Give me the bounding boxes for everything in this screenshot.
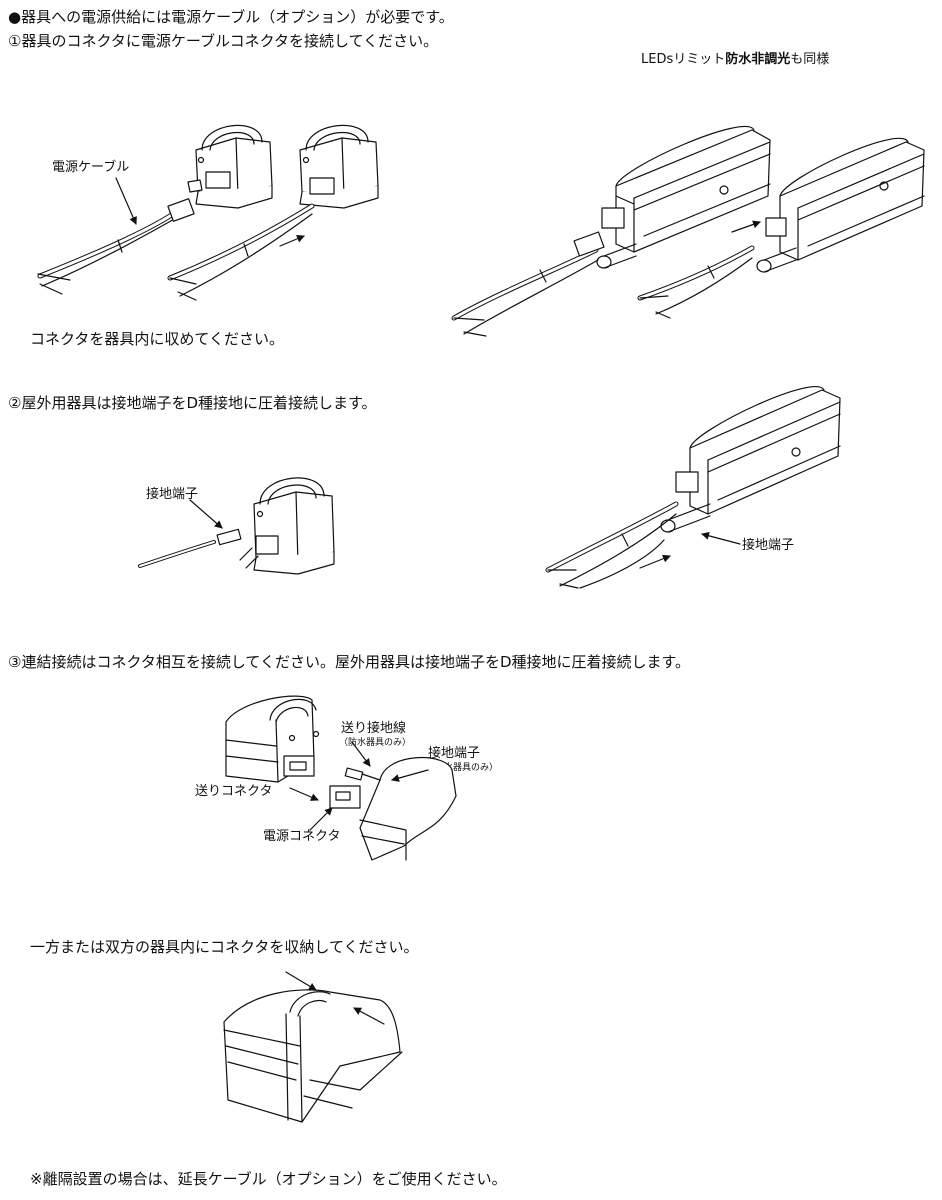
ground-insert-arrow <box>639 554 671 569</box>
step2-heading: ②屋外用器具は接地端子をD種接地に圧着接続します。 <box>8 394 377 412</box>
fixture-end-2 <box>299 124 379 209</box>
variant-note-suffix: も同様 <box>790 52 830 67</box>
feed-ground-wire-label: 送り接地線 <box>341 721 407 736</box>
cable-leader-line <box>115 177 137 225</box>
long-fixture-2 <box>756 137 925 273</box>
power-cable-4 <box>637 245 755 319</box>
fixture-link-left <box>225 695 320 783</box>
feed-connector-label: 送りコネクタ <box>195 784 273 799</box>
intro-line-1: ●器具への電源供給には電源ケーブル（オプション）が必要です。 <box>8 8 454 26</box>
long-fixture-1 <box>596 125 771 269</box>
variant-note-prefix: LEDsリミット <box>641 52 726 67</box>
ground-terminal-label-step3: 接地端子 <box>428 746 481 761</box>
step1-caption: コネクタを器具内に収めてください。 <box>30 330 284 348</box>
power-cable-label: 電源ケーブル <box>52 160 130 175</box>
variant-note-bold: 防水非調光 <box>725 52 791 67</box>
insert-arrow-1 <box>279 235 305 247</box>
variant-note: LEDsリミット防水非調光も同様 <box>641 52 829 67</box>
link-arrow-1 <box>289 787 319 801</box>
power-cable-2 <box>167 203 315 301</box>
ground-terminal-note-step3: （防水器具のみ） <box>426 763 499 773</box>
fixture-link-right <box>329 756 457 861</box>
join-arrow-2 <box>353 1007 385 1025</box>
ground-leader-left <box>189 499 223 529</box>
ground-leader-right <box>701 531 741 545</box>
power-connector-label: 電源コネクタ <box>263 829 341 844</box>
link-arrow-4 <box>391 769 429 782</box>
power-cable-1 <box>37 179 203 295</box>
join-arrow-1 <box>285 971 317 991</box>
power-cable-3 <box>451 231 605 337</box>
feed-ground-wire-note: （防水器具のみ） <box>339 738 412 748</box>
step3-caption: 一方または双方の器具内にコネクタを収納してください。 <box>30 938 419 956</box>
joined-fixtures <box>223 989 403 1123</box>
intro-line-2: ①器具のコネクタに電源ケーブルコネクタを接続してください。 <box>8 32 439 50</box>
fixture-end-ground <box>138 477 335 575</box>
step3-heading: ③連結接続はコネクタ相互を接続してください。屋外用器具は接地端子をD種接地に圧着… <box>8 653 691 671</box>
link-arrow-2 <box>309 807 333 831</box>
long-fixture-ground <box>545 386 841 589</box>
ground-terminal-label-right: 接地端子 <box>742 538 795 553</box>
ground-terminal-label-left: 接地端子 <box>146 487 199 502</box>
link-arrow-3 <box>351 741 371 767</box>
fixture-end-1 <box>195 124 273 209</box>
footnote: ※離隔設置の場合は、延長ケーブル（オプション）をご使用ください。 <box>30 1170 507 1188</box>
insert-arrow-2 <box>731 220 761 233</box>
